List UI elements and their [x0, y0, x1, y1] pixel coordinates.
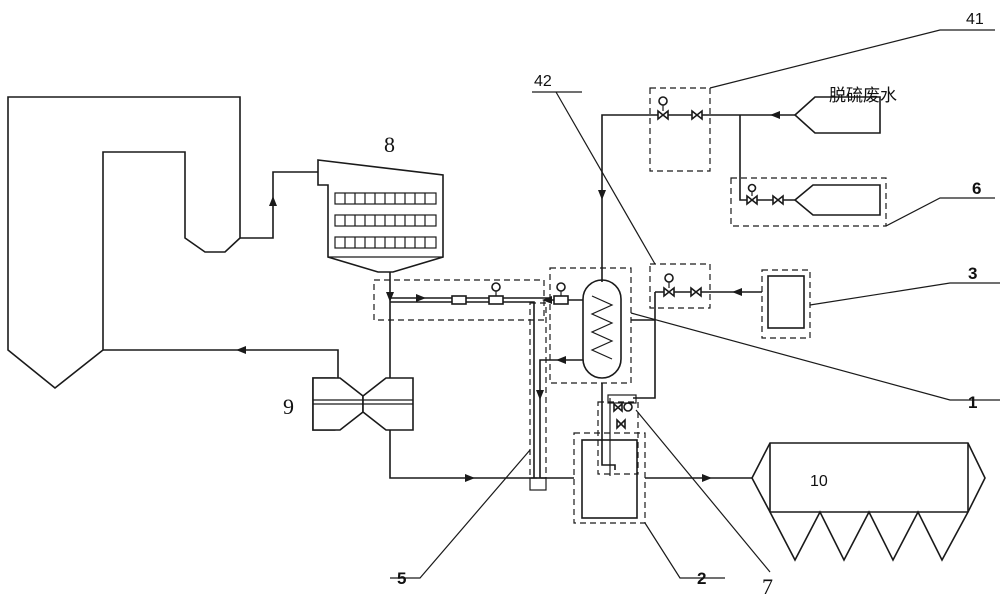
leader-lines — [390, 29, 1000, 579]
label-41: 41 — [966, 11, 984, 28]
label-6: 6 — [972, 179, 981, 198]
valve-6b — [772, 194, 784, 206]
valve-group-42 — [649, 263, 711, 309]
scr-reactor — [317, 159, 444, 273]
valve-7 — [613, 402, 633, 430]
valve-41a — [657, 96, 669, 121]
control-valve-2 — [553, 282, 569, 305]
valve-41b — [691, 109, 703, 121]
wastewater-feed-line — [598, 111, 795, 201]
flowmeter-1 — [451, 295, 467, 305]
label-8: 8 — [384, 132, 395, 157]
air-preheater — [312, 377, 414, 431]
duct-outlet — [529, 477, 547, 491]
label-42: 42 — [534, 73, 552, 90]
hot-air-to-boiler-line — [103, 346, 339, 378]
label-1: 1 — [968, 393, 977, 412]
catalyst-layers — [334, 192, 437, 249]
flue-to-dust-collector — [389, 430, 752, 482]
dosing-tank — [761, 269, 811, 339]
inlet-group-6 — [730, 177, 887, 227]
valve-6a — [746, 183, 758, 206]
label-10: 10 — [810, 473, 828, 490]
electrostatic-precipitator — [751, 442, 986, 562]
valve-42a — [663, 273, 675, 298]
scr-to-preheater-flue — [386, 272, 394, 378]
label-2: 2 — [697, 569, 706, 588]
valve-group-41 — [649, 87, 711, 172]
boiler-to-scr-flue — [240, 171, 318, 239]
boiler — [7, 96, 241, 390]
label-9: 9 — [283, 394, 294, 419]
label-3: 3 — [968, 264, 977, 283]
flue-extraction-branch — [373, 279, 583, 478]
exchanger-return-line — [536, 356, 583, 478]
heat-exchanger — [549, 160, 632, 384]
valve-42b — [690, 286, 702, 298]
label-5: 5 — [397, 569, 406, 588]
label-7: 7 — [762, 574, 773, 599]
inlet-label: 脱硫废水 — [829, 86, 897, 106]
control-valve-1 — [488, 282, 504, 305]
bypass-duct-box — [529, 302, 547, 479]
wastewater-inlet-arrow: 脱硫废水 — [793, 86, 897, 134]
spray-nozzle-assembly — [597, 383, 639, 476]
